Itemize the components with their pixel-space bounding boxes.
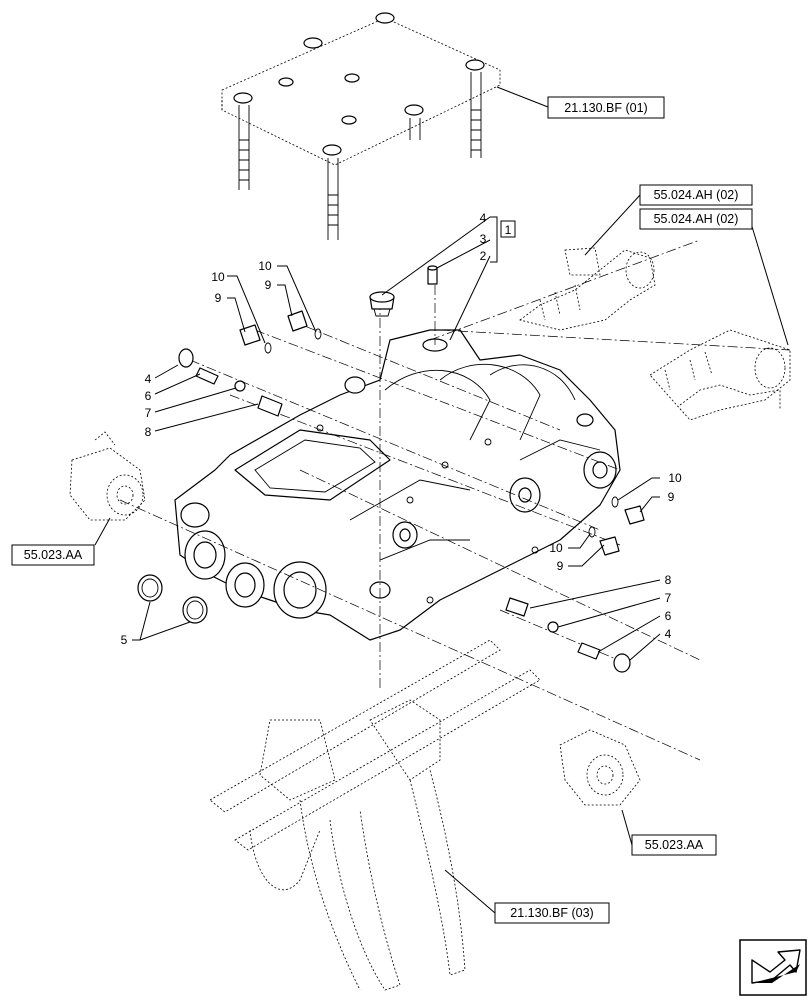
next-page-arrow-icon[interactable] bbox=[739, 939, 807, 996]
callout-left-10: 10 bbox=[211, 270, 225, 284]
ref-box-solenoid-2[interactable]: 55.024.AH (02) bbox=[639, 208, 753, 230]
solenoid-valve-lower bbox=[649, 329, 791, 421]
ref-left-label: 55.023.AA bbox=[24, 548, 83, 562]
callout-right-9: 9 bbox=[668, 490, 675, 504]
ref-right-label: 55.023.AA bbox=[645, 838, 704, 852]
callout-left-9: 9 bbox=[215, 291, 222, 305]
callout-top-2: 2 bbox=[480, 249, 487, 263]
callout-left-4: 4 bbox=[145, 372, 152, 386]
ref-top-label: 21.130.BF (01) bbox=[564, 101, 647, 115]
ref-box-forks[interactable]: 21.130.BF (03) bbox=[494, 902, 610, 924]
callout-right-6: 6 bbox=[665, 609, 672, 623]
callout-bottom-5: 5 bbox=[121, 633, 128, 647]
ref-forks-label: 21.130.BF (03) bbox=[510, 906, 593, 920]
callout-top-4: 4 bbox=[480, 211, 487, 225]
mounting-plate bbox=[221, 12, 501, 240]
callout-right2-10: 10 bbox=[549, 541, 563, 555]
ref-box-top[interactable]: 21.130.BF (01) bbox=[547, 96, 665, 119]
callout-top-3: 3 bbox=[480, 232, 487, 246]
ref-sol-2-label: 55.024.AH (02) bbox=[654, 212, 739, 226]
callout-left2-9: 9 bbox=[265, 278, 272, 292]
ref-box-connector-right[interactable]: 55.023.AA bbox=[631, 834, 717, 856]
small-parts bbox=[137, 265, 645, 673]
kit-marker-label: 1 bbox=[505, 223, 512, 237]
shift-forks bbox=[209, 639, 541, 991]
connector-right bbox=[559, 729, 641, 806]
valve-housing bbox=[174, 329, 621, 641]
ref-box-solenoid-1[interactable]: 55.024.AH (02) bbox=[639, 184, 753, 206]
callout-numbers: 4 3 2 10 9 10 9 4 6 7 8 10 9 10 9 8 7 6 … bbox=[121, 211, 682, 647]
assembly-axes bbox=[119, 239, 791, 761]
ref-sol-1-label: 55.024.AH (02) bbox=[654, 188, 739, 202]
kit-marker: 1 bbox=[500, 220, 516, 238]
callout-right-7: 7 bbox=[665, 591, 672, 605]
ref-box-connector-left[interactable]: 55.023.AA bbox=[11, 544, 95, 566]
callout-left-6: 6 bbox=[145, 389, 152, 403]
callout-right-4: 4 bbox=[665, 627, 672, 641]
callout-left-8: 8 bbox=[145, 425, 152, 439]
callout-right-8: 8 bbox=[665, 573, 672, 587]
leader-lines bbox=[94, 86, 789, 914]
callout-right2-9: 9 bbox=[557, 559, 564, 573]
connector-left bbox=[69, 431, 146, 521]
solenoid-valve-upper bbox=[519, 247, 656, 331]
callout-left-7: 7 bbox=[145, 406, 152, 420]
callout-right-10: 10 bbox=[668, 471, 682, 485]
callout-left2-10: 10 bbox=[258, 259, 272, 273]
